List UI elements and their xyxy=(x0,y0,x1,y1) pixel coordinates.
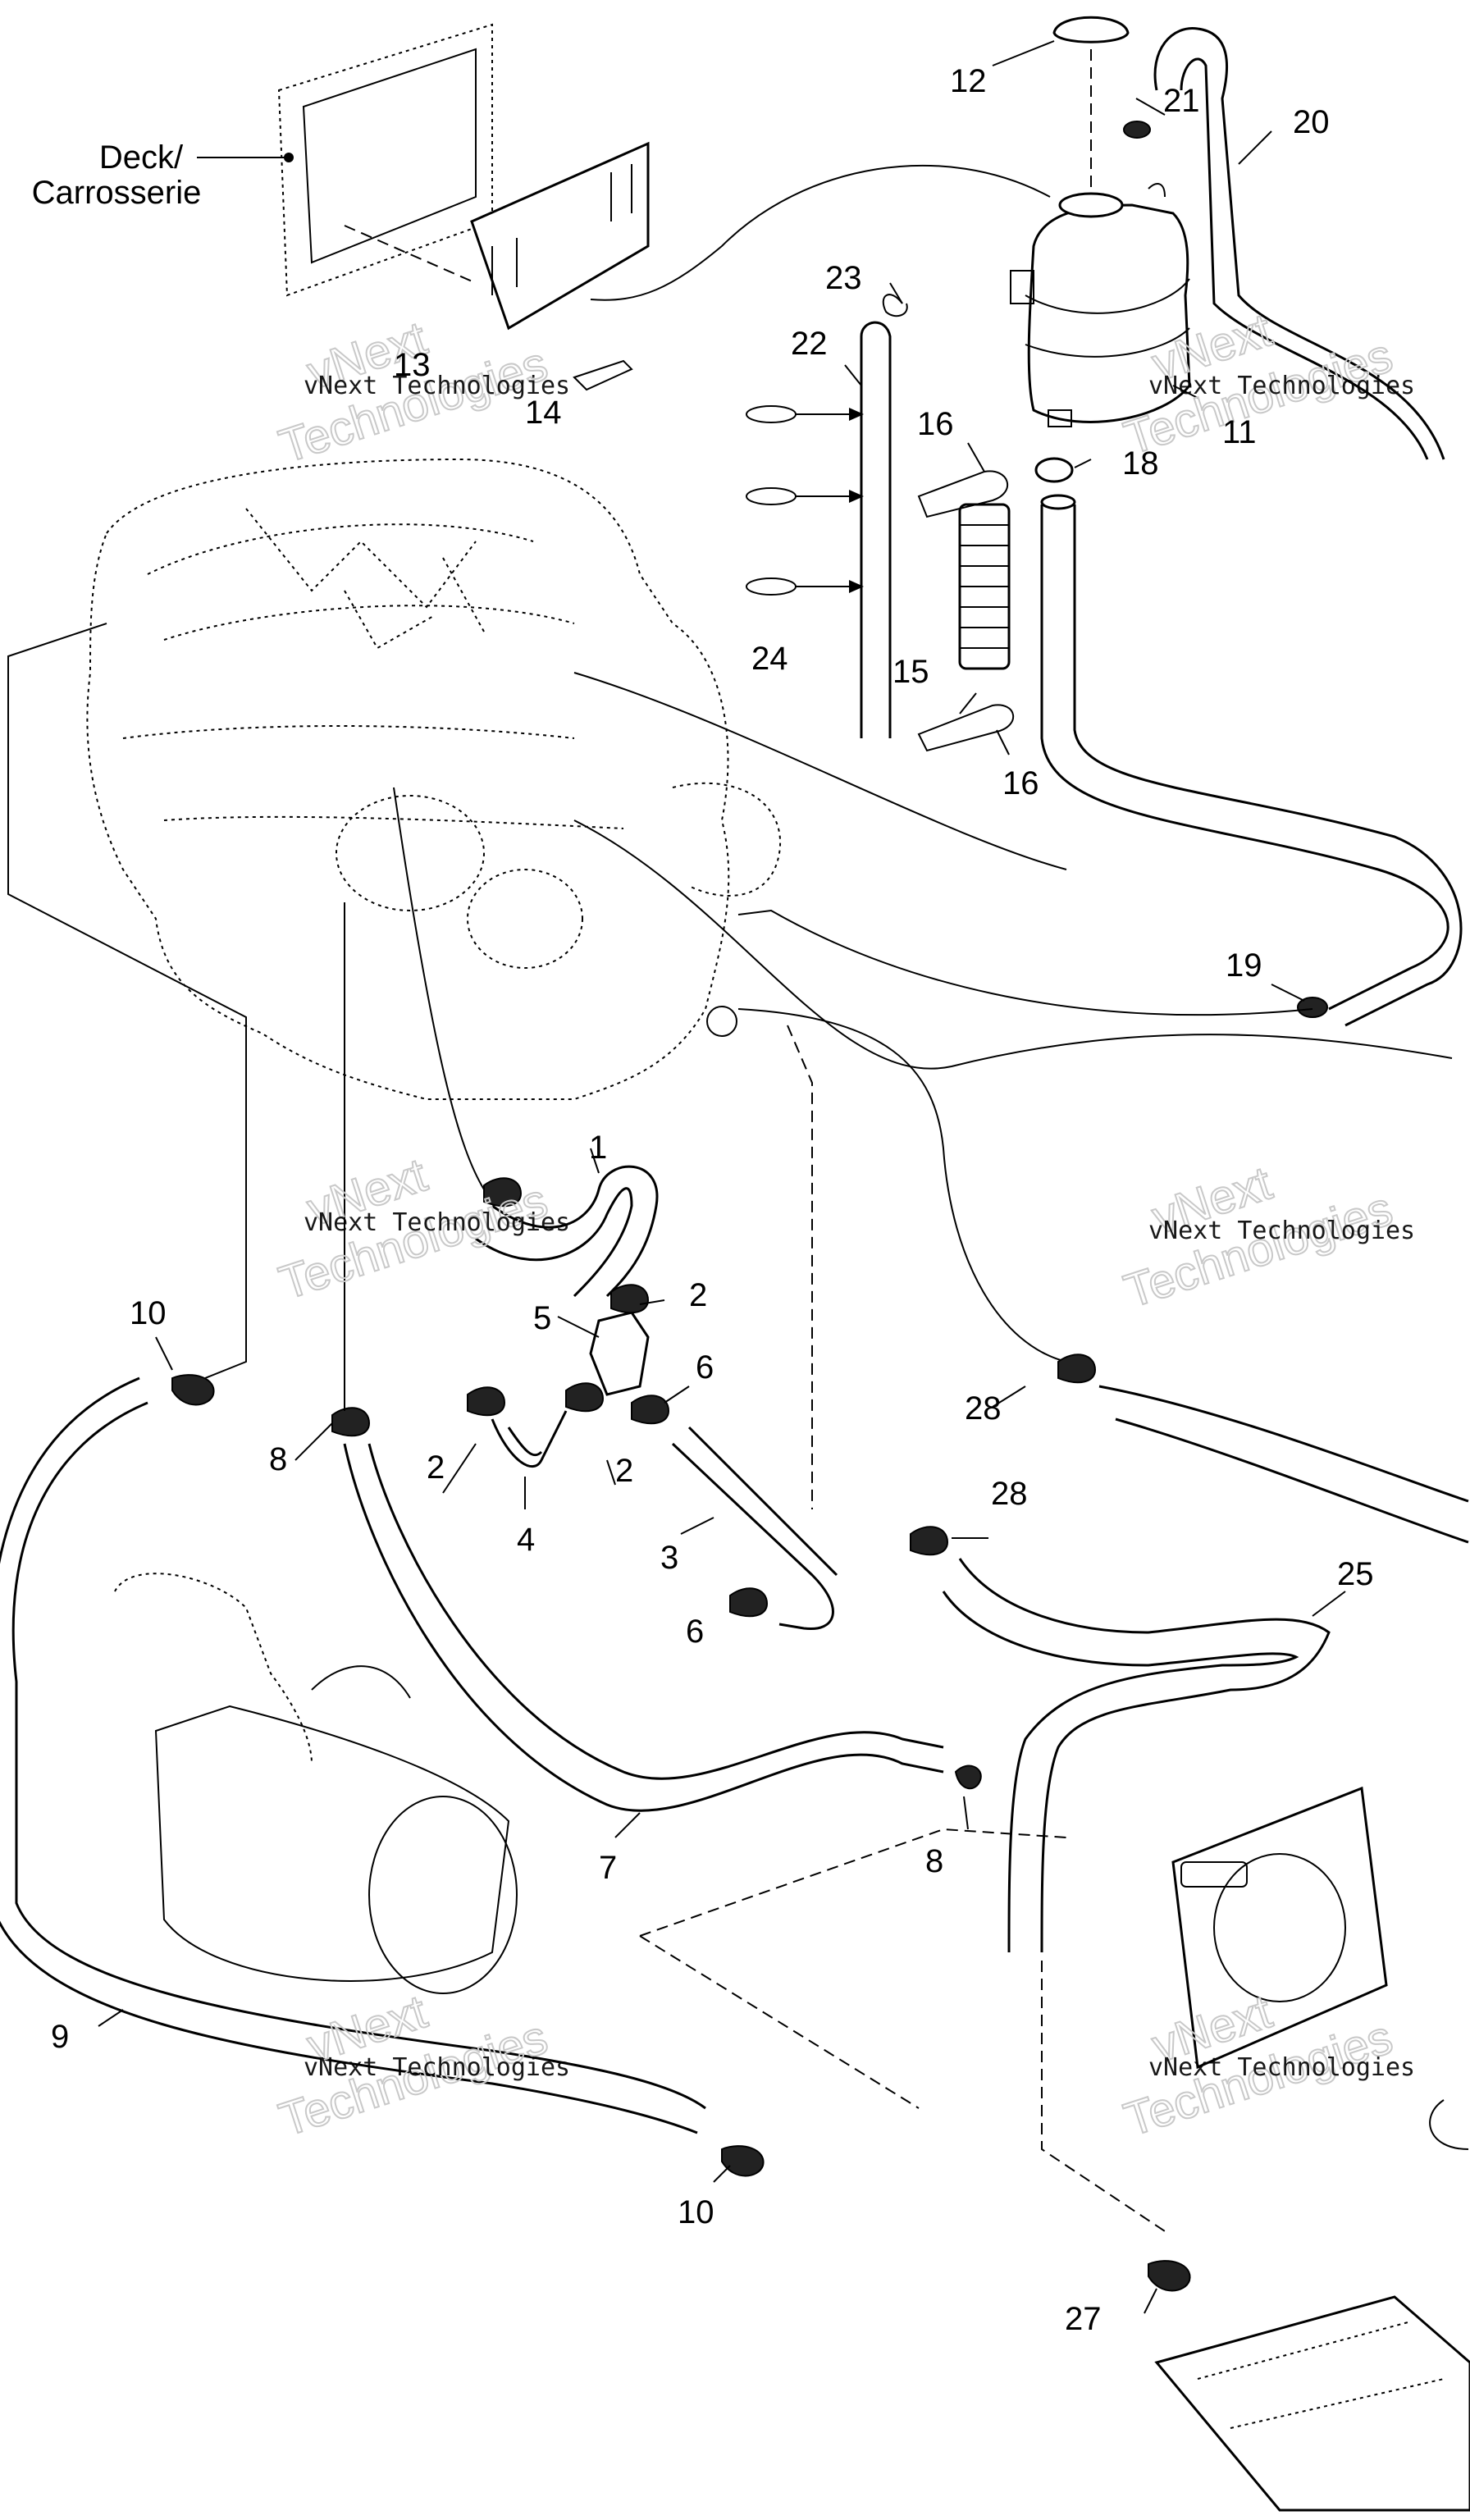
part-label-19: 19 xyxy=(1226,947,1262,984)
part-label-7: 7 xyxy=(599,1850,617,1886)
tie-16-bottom xyxy=(917,704,1014,752)
hose-22 xyxy=(860,321,892,738)
jet-pump-plate xyxy=(1148,2099,1470,2512)
coolant-reservoir xyxy=(1010,192,1191,427)
part-label-13: 13 xyxy=(394,347,431,383)
clamp-6-lower xyxy=(729,1587,769,1618)
deck-label-line1: Deck/ xyxy=(99,139,184,176)
clamp-2-left xyxy=(467,1386,506,1417)
part-label-24: 24 xyxy=(751,641,788,677)
hose-9 xyxy=(11,1401,706,2110)
part-label-2: 2 xyxy=(689,1277,707,1313)
part-label-12: 12 xyxy=(950,63,987,99)
clamp-2-right xyxy=(565,1382,605,1413)
clamp-27 xyxy=(1148,2260,1191,2292)
svg-text:vNext Technologies: vNext Technologies xyxy=(1148,372,1415,400)
clamp-6-upper xyxy=(631,1395,670,1425)
part-label-28: 28 xyxy=(965,1390,1002,1427)
part-label-20: 20 xyxy=(1293,104,1330,140)
hose-7 xyxy=(343,1443,944,1812)
bracket-13 xyxy=(344,141,650,391)
svg-text:vNext Technologies: vNext Technologies xyxy=(304,372,570,400)
part-labels: 1 2 2 2 3 4 5 6 6 7 8 8 9 10 10 11 12 13… xyxy=(51,63,1374,2337)
clamp-10-upper xyxy=(171,1374,215,1406)
hose-4 xyxy=(491,1410,568,1468)
part-label-28: 28 xyxy=(991,1476,1028,1512)
part-label-1: 1 xyxy=(589,1130,607,1166)
clamp-21 xyxy=(1123,121,1151,139)
part-label-27: 27 xyxy=(1065,2301,1102,2337)
hose-1 xyxy=(491,1165,659,1298)
clamp-28-lower xyxy=(910,1526,949,1556)
part-label-8: 8 xyxy=(925,1843,943,1879)
part-label-6: 6 xyxy=(686,1614,704,1650)
hose-20 xyxy=(1153,26,1445,460)
svg-text:vNext Technologies: vNext Technologies xyxy=(304,2053,570,2082)
watermarks: vNext Technologies vNext Technologies vN… xyxy=(272,303,1415,2148)
part-label-14: 14 xyxy=(525,395,562,431)
clamp-10-lower xyxy=(721,2145,765,2177)
part-label-2: 2 xyxy=(615,1453,633,1489)
part-label-3: 3 xyxy=(660,1540,678,1576)
tee-5 xyxy=(589,1311,650,1396)
part-label-25: 25 xyxy=(1337,1556,1374,1592)
part-label-5: 5 xyxy=(533,1300,551,1336)
part-label-9: 9 xyxy=(51,2019,69,2055)
part-label-4: 4 xyxy=(517,1522,535,1558)
svg-text:vNext Technologies: vNext Technologies xyxy=(1148,2053,1415,2082)
part-label-16: 16 xyxy=(917,406,954,442)
part-label-11: 11 xyxy=(1222,414,1257,450)
clamp-2-top xyxy=(610,1284,650,1314)
hose-3 xyxy=(671,1442,834,1631)
part-label-16: 16 xyxy=(1002,765,1039,801)
clamps-24 xyxy=(746,405,864,596)
clamp-at-hose-1 xyxy=(483,1177,523,1208)
clamp-8-upper xyxy=(331,1407,371,1437)
part-label-21: 21 xyxy=(1163,83,1200,119)
clamp-28-upper xyxy=(1057,1354,1097,1384)
deck-panel xyxy=(197,23,493,297)
clamp-18 xyxy=(1034,457,1074,483)
part-label-23: 23 xyxy=(825,260,862,296)
part-label-6: 6 xyxy=(696,1349,714,1386)
svg-text:vNext Technologies: vNext Technologies xyxy=(304,1208,570,1237)
part-label-10: 10 xyxy=(678,2194,714,2230)
clamp-8-lower xyxy=(954,1764,982,1790)
clamp-19 xyxy=(1297,997,1328,1018)
svg-text:vNext Technologies: vNext Technologies xyxy=(1148,1217,1415,1245)
clamp-23 xyxy=(882,294,908,317)
part-label-8: 8 xyxy=(269,1441,287,1477)
deck-label-line2: Carrosserie xyxy=(32,175,202,211)
part-label-2: 2 xyxy=(427,1449,445,1486)
label-leaders xyxy=(98,40,1346,2314)
intercooler-filter xyxy=(114,1573,518,1994)
part-label-18: 18 xyxy=(1122,445,1159,482)
sleeve-15 xyxy=(958,503,1011,670)
part-label-10: 10 xyxy=(130,1295,167,1331)
hose-25 xyxy=(958,1558,1331,1953)
reservoir-cap-12 xyxy=(1052,16,1130,43)
hose-reservoir-return xyxy=(1040,504,1449,1011)
leader-bracket-arrow xyxy=(590,164,1051,301)
engine-block xyxy=(86,458,782,1100)
tie-16-top xyxy=(917,470,1009,518)
part-label-22: 22 xyxy=(791,326,828,362)
part-label-15: 15 xyxy=(892,654,929,690)
heat-exchanger-plate xyxy=(1171,1786,1388,2070)
